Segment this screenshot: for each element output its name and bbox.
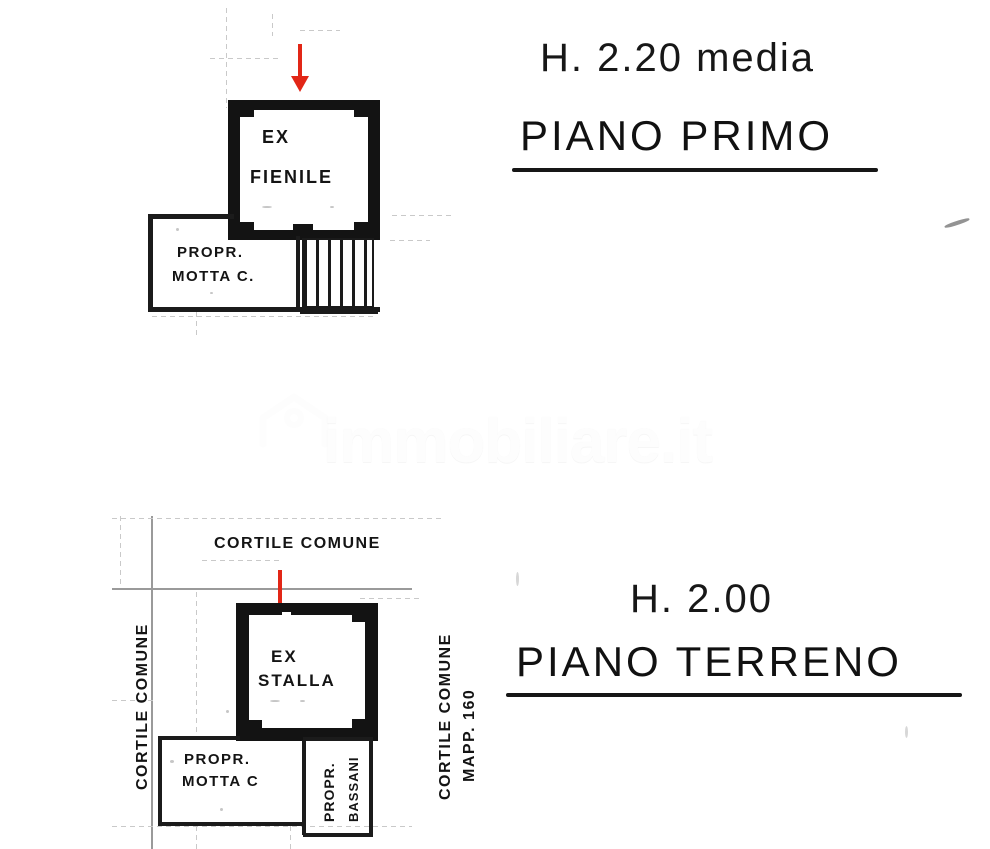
motta-block-top: [148, 214, 234, 219]
ex-fienile-room-fill: [232, 104, 376, 236]
ex-stalla-door-jamb: [282, 603, 291, 612]
scan-speck: [220, 808, 223, 811]
cadastral-grid-line: [112, 588, 412, 590]
ex-fienile-pilaster-bl: [240, 222, 254, 231]
courtyard-top-label: CORTILE COMUNE: [214, 535, 381, 552]
cadastral-grid-line: [196, 592, 197, 738]
ex-fienile-label-line1: EX: [262, 127, 291, 147]
ex-stalla-wall-right: [365, 603, 378, 741]
portico-hatch-upper: [302, 238, 374, 308]
motta-lower-bottom: [158, 822, 306, 826]
upper-title-underline: [512, 168, 878, 172]
motta-block-left: [148, 214, 153, 312]
cadastral-grid-line: [210, 58, 280, 59]
cadastral-grid-line: [202, 560, 282, 561]
courtyard-right-label-line2: MAPP. 160: [461, 688, 478, 782]
ex-fienile-wall-bottom: [228, 230, 380, 240]
motta-lower-label-line2: MOTTA C: [182, 773, 260, 790]
motta-lower-label-line1: PROPR.: [184, 751, 251, 768]
scan-speck: [905, 726, 908, 738]
upper-floor-name: PIANO PRIMO: [520, 112, 834, 159]
bassani-block-bottom: [303, 833, 373, 837]
cadastral-grid-line: [196, 826, 197, 849]
ex-fienile-doorjamb: [293, 224, 313, 232]
lower-floor-plan-group: CORTILE COMUNE CORTILE COMUNE CORTILE CO…: [0, 0, 490, 849]
motta-block-bottom: [148, 307, 380, 312]
scan-smudge: [944, 217, 970, 229]
motta-lower-left: [158, 736, 162, 826]
cadastral-grid-line: [360, 598, 420, 599]
ex-fienile-pilaster-tr: [354, 108, 368, 117]
lower-height-note: H. 2.00: [630, 577, 773, 621]
bassani-block-right: [369, 737, 373, 837]
lower-title-underline: [506, 693, 962, 697]
ex-stalla-wall-left: [236, 603, 249, 741]
arrow-shaft: [278, 570, 282, 608]
cadastral-grid-line: [290, 826, 291, 849]
cadastral-grid-line: [390, 240, 430, 241]
upper-title-block: H. 2.20 media PIANO PRIMO: [512, 34, 940, 174]
entrance-arrow-upper: [290, 44, 310, 92]
ex-fienile-wall-top: [228, 100, 380, 110]
cadastral-grid-line: [112, 826, 412, 827]
scan-speck: [300, 700, 305, 702]
scan-speck: [176, 228, 179, 231]
courtyard-right-label-line1: CORTILE COMUNE: [437, 633, 454, 800]
ex-fienile-label-line2: FIENILE: [250, 167, 334, 187]
cadastral-grid-line: [112, 518, 442, 519]
motta-lower-right: [302, 740, 306, 835]
ex-fienile-pilaster-tl: [240, 108, 254, 117]
scan-speck: [270, 700, 280, 702]
arrow-head: [291, 76, 309, 92]
cadastral-grid-line: [152, 316, 377, 317]
cadastral-grid-line: [300, 30, 340, 31]
arrow-shaft: [298, 44, 302, 78]
upper-height-note: H. 2.20 media: [540, 36, 816, 80]
cadastral-grid-line: [112, 700, 154, 701]
ex-stalla-label-line2: STALLA: [258, 671, 336, 690]
bassani-label-line2: BASSANI: [346, 756, 361, 822]
cadastral-grid-line: [151, 516, 153, 849]
scan-speck: [170, 760, 174, 763]
motta-lower-top: [158, 736, 240, 740]
ex-stalla-pilaster-tr: [352, 613, 366, 622]
courtyard-left-label: CORTILE COMUNE: [134, 623, 151, 790]
cadastral-grid-line: [120, 516, 121, 586]
ex-fienile-wall-right: [368, 100, 380, 240]
lower-floor-name: PIANO TERRENO: [516, 638, 902, 685]
scan-speck: [330, 206, 334, 208]
motta-block-right: [296, 236, 300, 312]
cadastral-grid-line: [392, 215, 452, 216]
bassani-block-top: [303, 737, 373, 741]
upper-floor-plan-group: EX FIENILE PROPR. MOTTA C.: [0, 0, 470, 350]
portico-base-line-upper: [300, 310, 378, 314]
scan-speck: [262, 206, 272, 208]
ex-stalla-wall-top-right: [291, 603, 378, 615]
cadastral-grid-line: [272, 14, 273, 36]
scan-speck: [516, 572, 519, 586]
ex-stalla-label-line1: EX: [271, 647, 298, 666]
motta-label-line2: MOTTA C.: [172, 268, 255, 285]
ex-stalla-pilaster-br: [352, 719, 366, 729]
motta-label-line1: PROPR.: [177, 244, 244, 261]
ex-fienile-wall-left: [228, 100, 240, 240]
scan-speck: [210, 292, 213, 294]
cadastral-grid-line: [196, 312, 197, 338]
scan-speck: [226, 710, 229, 713]
ex-stalla-pilaster-bl: [249, 720, 262, 730]
lower-title-block: H. 2.00 PIANO TERRENO: [506, 575, 972, 715]
bassani-label-line1: PROPR.: [321, 762, 337, 822]
ex-fienile-pilaster-br: [354, 222, 368, 231]
ex-stalla-room-fill: [246, 612, 370, 734]
